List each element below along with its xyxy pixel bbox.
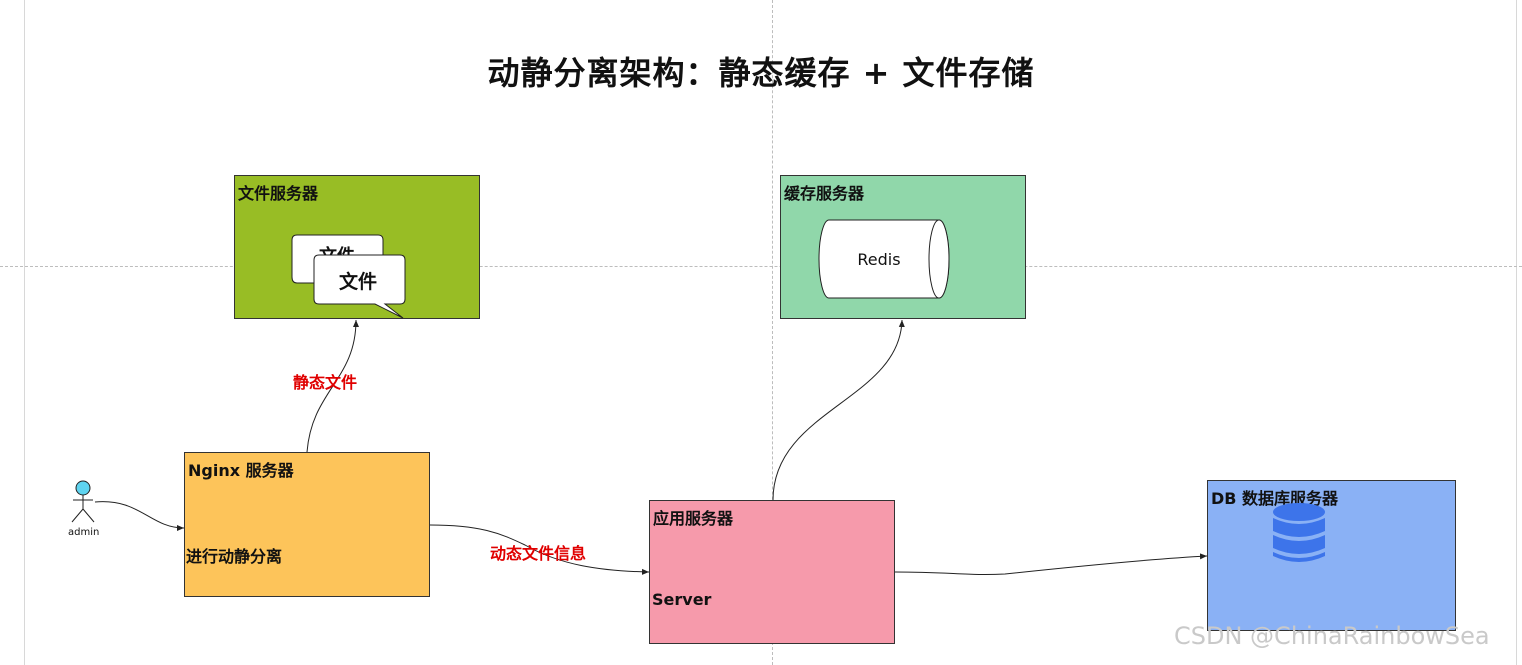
- nginx-server-node[interactable]: Nginx 服务器 进行动静分离: [184, 452, 430, 597]
- edge-label-dynamic-info: 动态文件信息: [490, 544, 587, 563]
- canvas-right-edge: [1516, 0, 1517, 665]
- edge-nginx-to-file-server: [306, 319, 359, 453]
- file-bubble-front: 文件: [313, 254, 406, 319]
- db-server-node[interactable]: DB 数据库服务器: [1207, 480, 1456, 631]
- redis-cylinder: Redis: [818, 219, 950, 299]
- watermark: CSDN @ChinaRainbowSea: [1174, 622, 1490, 650]
- nginx-server-sublabel: 进行动静分离: [186, 547, 283, 566]
- app-server-label: 应用服务器: [653, 509, 734, 528]
- user-icon: [71, 480, 95, 523]
- canvas-left-edge: [24, 0, 25, 665]
- file-server-label: 文件服务器: [238, 184, 319, 203]
- nginx-server-label: Nginx 服务器: [188, 461, 294, 480]
- edge-label-static-files: 静态文件: [293, 373, 358, 392]
- app-server-node[interactable]: 应用服务器 Server: [649, 500, 895, 644]
- db-server-label: DB 数据库服务器: [1211, 489, 1339, 508]
- edge-app-to-db-server: [894, 553, 1208, 576]
- file-bubble-front-text: 文件: [339, 270, 377, 293]
- database-icon: [1273, 503, 1325, 562]
- edge-admin-to-nginx: [94, 501, 185, 531]
- vertical-guide-line: [772, 0, 773, 665]
- redis-label: Redis: [857, 250, 900, 269]
- horizontal-guide-line: [0, 266, 1522, 267]
- actor-label: admin: [68, 527, 100, 538]
- app-server-sublabel: Server: [652, 590, 712, 609]
- diagram-title: 动静分离架构：静态缓存 + 文件存储: [487, 54, 1035, 92]
- edge-app-to-cache-server: [772, 319, 905, 501]
- cache-server-label: 缓存服务器: [784, 184, 865, 203]
- edge-nginx-to-app-server: [429, 524, 650, 575]
